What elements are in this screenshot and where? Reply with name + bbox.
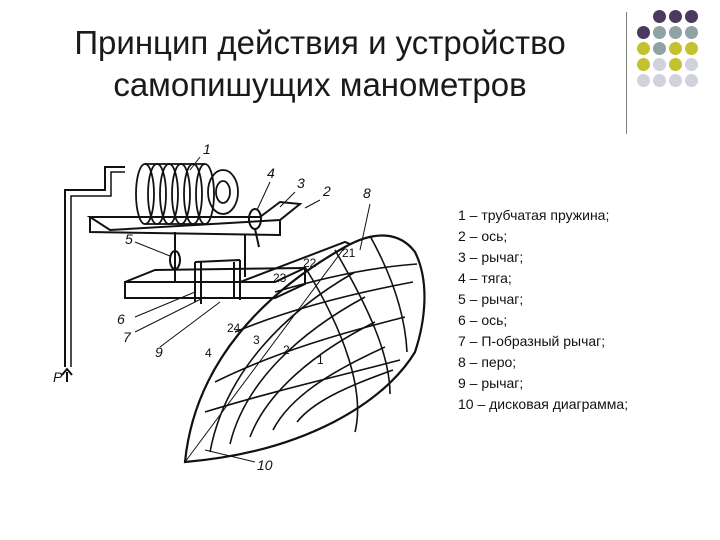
chart-number-2: 2	[283, 343, 290, 357]
chart-number-21: 21	[342, 246, 356, 260]
chart-number-4: 4	[205, 346, 212, 360]
chart-number-3: 3	[253, 333, 260, 347]
decorative-dot	[685, 42, 698, 55]
decorative-dot	[685, 26, 698, 39]
decorative-dot	[653, 10, 666, 23]
legend-item: 8 – перо;	[458, 354, 517, 370]
decorative-dot	[669, 74, 682, 87]
legend-item: 1 – трубчатая пружина;	[458, 207, 610, 223]
legend-item: 4 – тяга;	[458, 270, 512, 286]
decorative-dot	[653, 58, 666, 71]
chart-number-22: 22	[303, 256, 317, 270]
callout-5: 5	[125, 231, 133, 247]
decorative-dot	[669, 10, 682, 23]
legend-item: 7 – П-образный рычаг;	[458, 333, 606, 349]
disk-chart	[183, 234, 426, 464]
chart-number-23: 23	[273, 271, 287, 285]
decorative-dot	[669, 26, 682, 39]
pen-arm	[239, 240, 351, 283]
decorative-dot	[637, 26, 650, 39]
title-divider	[626, 12, 627, 134]
legend-item: 3 – рычаг;	[458, 249, 524, 265]
callout-4: 4	[267, 165, 275, 181]
legend-item: 5 – рычаг;	[458, 291, 524, 307]
decorative-dot	[637, 74, 650, 87]
u-lever	[194, 259, 241, 304]
callout-6: 6	[117, 311, 125, 327]
chart-number-24: 24	[227, 321, 241, 335]
chart-number-1: 1	[317, 353, 324, 367]
frame-bar	[86, 200, 303, 232]
pressure-recorder-diagram: 1 2 3 4 5 6 7 8 9 10 P 21 22 23 24 1 2 3…	[53, 141, 426, 473]
pressure-tube	[64, 166, 125, 367]
legend-item: 9 – рычаг;	[458, 375, 524, 391]
callout-7: 7	[123, 329, 132, 345]
decorative-dot	[653, 26, 666, 39]
title-line-1: Принцип действия и устройство	[74, 24, 566, 61]
decorative-dot	[653, 42, 666, 55]
callout-1: 1	[203, 141, 211, 157]
legend-item: 2 – ось;	[458, 228, 508, 244]
tubular-spring	[135, 163, 239, 225]
callout-2: 2	[322, 183, 331, 199]
decorative-dot	[637, 42, 650, 55]
decorative-dot	[669, 42, 682, 55]
decorative-dot	[637, 58, 650, 71]
callout-3: 3	[297, 175, 305, 191]
callout-10: 10	[257, 457, 273, 473]
decorative-dot	[685, 10, 698, 23]
callout-8: 8	[363, 185, 371, 201]
slide-title: Принцип действия и устройство самопишущи…	[40, 22, 600, 106]
title-line-2: самопишущих манометров	[113, 66, 527, 103]
decorative-dot	[685, 74, 698, 87]
legend-item: 6 – ось;	[458, 312, 508, 328]
decorative-dot	[653, 74, 666, 87]
decorative-dot	[669, 58, 682, 71]
component-legend: 1 – трубчатая пружина; 2 – ось; 3 – рычаг;…	[458, 205, 628, 415]
callout-9: 9	[155, 344, 163, 360]
decorative-dot	[685, 58, 698, 71]
legend-item: 10 – дисковая диаграмма;	[458, 396, 629, 412]
pressure-label: P	[53, 369, 63, 385]
